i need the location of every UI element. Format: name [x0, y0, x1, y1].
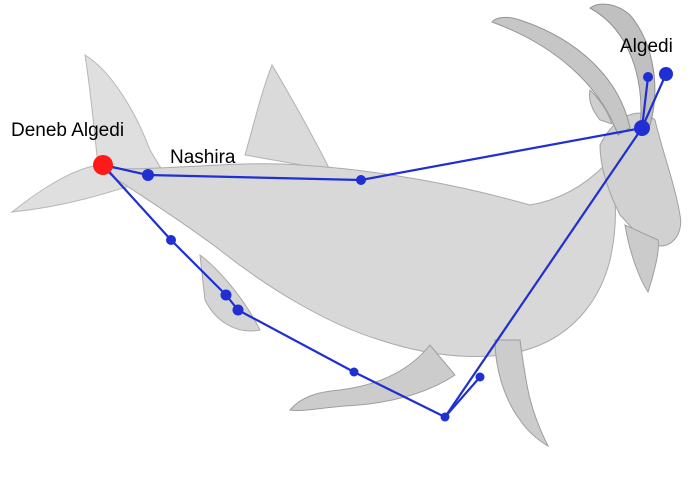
star-tail — [166, 235, 176, 245]
star-apex — [634, 120, 650, 136]
label-nashira: Nashira — [170, 147, 236, 168]
front-leg — [290, 345, 455, 411]
star-upper — [643, 72, 653, 82]
label-deneb-algedi: Deneb Algedi — [11, 120, 124, 141]
star-leg — [350, 368, 359, 377]
star-fin-upper — [221, 290, 232, 301]
sea-goat-illustration — [12, 4, 681, 446]
body — [100, 164, 615, 357]
star-lower-right — [476, 373, 485, 382]
star-fin-lower — [233, 305, 244, 316]
label-algedi: Algedi — [620, 36, 673, 57]
line-bottom-right-leg — [445, 377, 480, 417]
dorsal-fin — [245, 65, 330, 170]
star-mid-back — [356, 175, 366, 185]
star-deneb-algedi — [93, 155, 113, 175]
star-bottom — [441, 413, 450, 422]
star-nashira — [142, 169, 154, 181]
star-algedi — [659, 67, 673, 81]
hind-leg — [495, 340, 548, 446]
